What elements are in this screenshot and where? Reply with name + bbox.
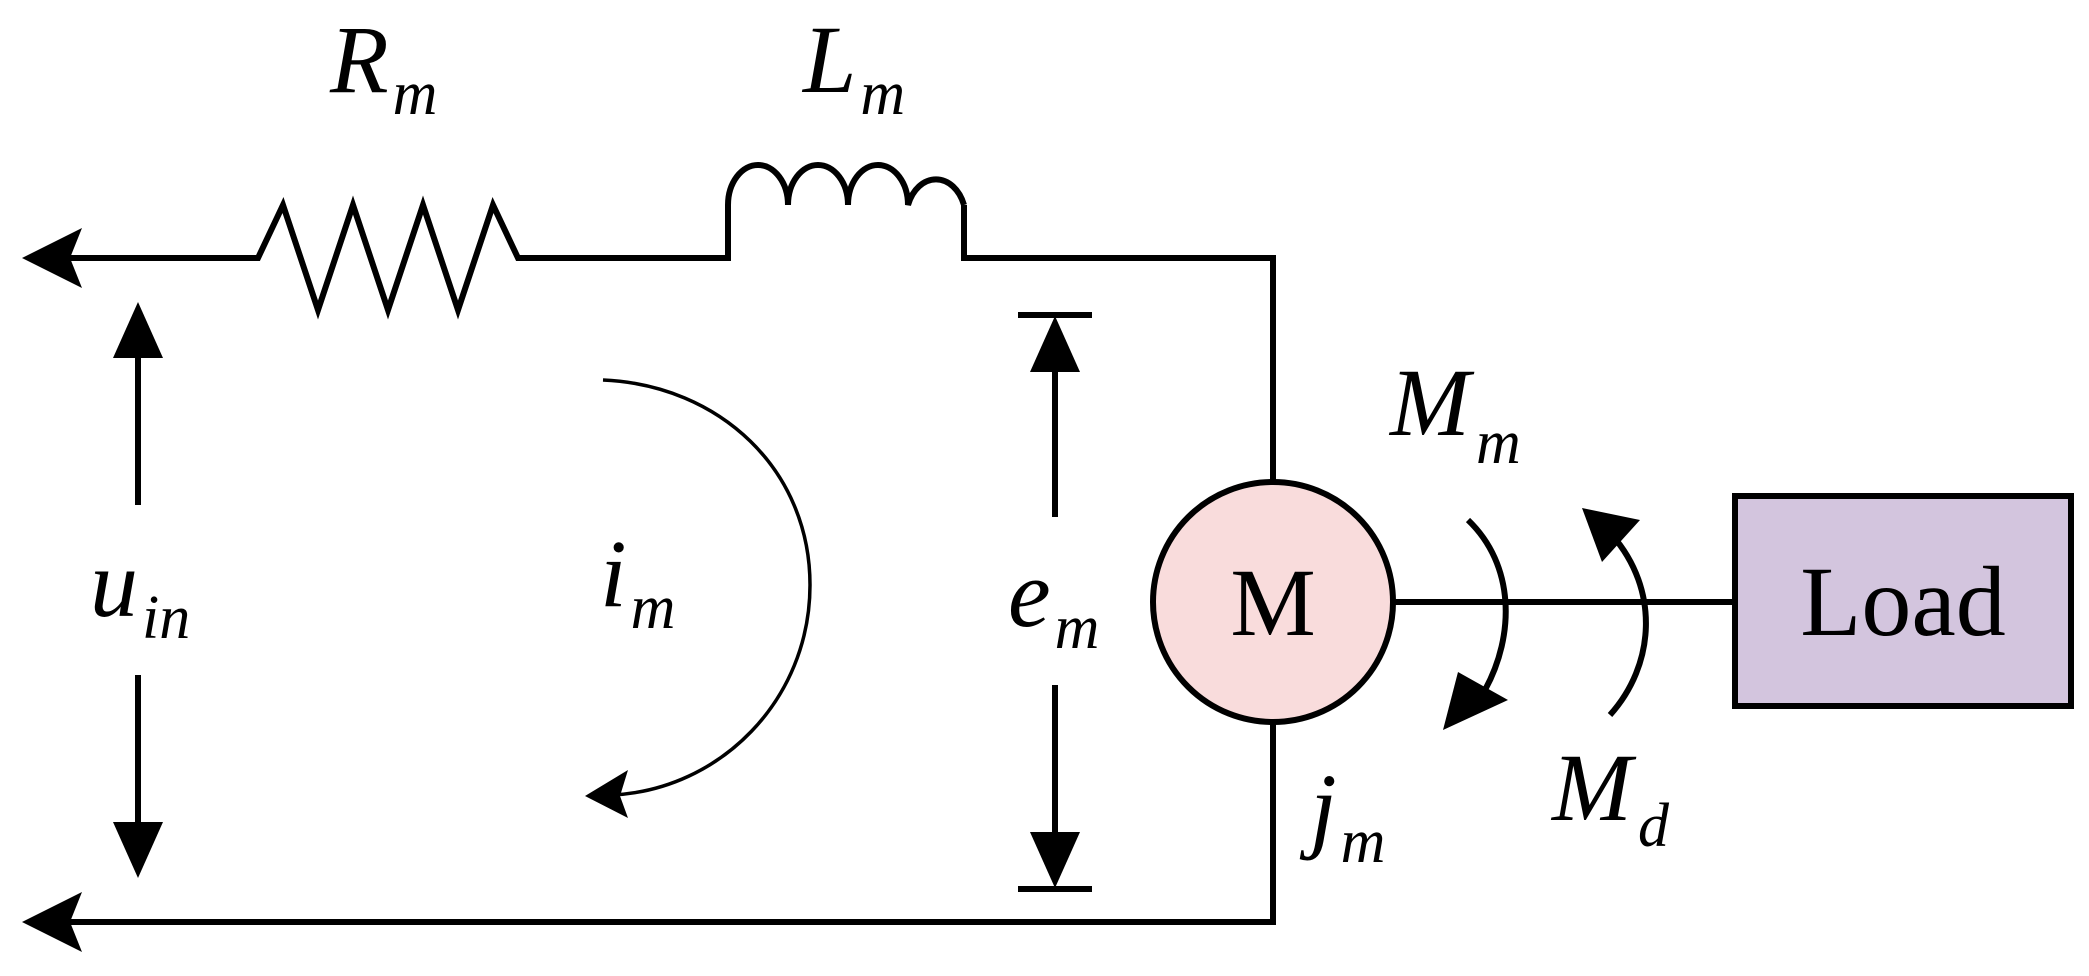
current-label: im bbox=[600, 520, 675, 642]
current-loop-arrowhead bbox=[585, 770, 628, 818]
inductor bbox=[725, 162, 967, 206]
terminal-arrow-bottom bbox=[22, 892, 82, 952]
load-box bbox=[1732, 493, 2074, 709]
em-arrow-up-head bbox=[1030, 316, 1080, 372]
terminal-arrow-top bbox=[22, 228, 82, 288]
disturbance-torque-label: Md bbox=[1550, 734, 1670, 860]
motor-torque-arc bbox=[1465, 517, 1509, 692]
motor-torque-label: Mm bbox=[1388, 349, 1521, 477]
top-wire bbox=[58, 195, 731, 320]
disturbance-torque-arc bbox=[1607, 533, 1649, 718]
uin-arrow-down-head bbox=[113, 822, 163, 878]
load-label: Load bbox=[1800, 546, 2005, 657]
uin-arrow-up-head bbox=[113, 302, 163, 358]
motor-label: M bbox=[1230, 549, 1315, 656]
resistor-label: Rm bbox=[329, 6, 437, 128]
current-loop-arc bbox=[602, 378, 812, 797]
disturbance-torque-arrowhead bbox=[1582, 508, 1640, 562]
motor-torque-arrowhead bbox=[1443, 672, 1508, 730]
inertia-label: jm bbox=[1299, 754, 1385, 876]
top-right-wire bbox=[961, 205, 1276, 482]
back-emf-label: em bbox=[1008, 540, 1099, 662]
bottom-wire bbox=[58, 722, 1276, 925]
em-arrow-down-head bbox=[1030, 832, 1080, 888]
input-voltage-label: uin bbox=[90, 530, 190, 652]
inductor-label: Lm bbox=[801, 6, 905, 128]
